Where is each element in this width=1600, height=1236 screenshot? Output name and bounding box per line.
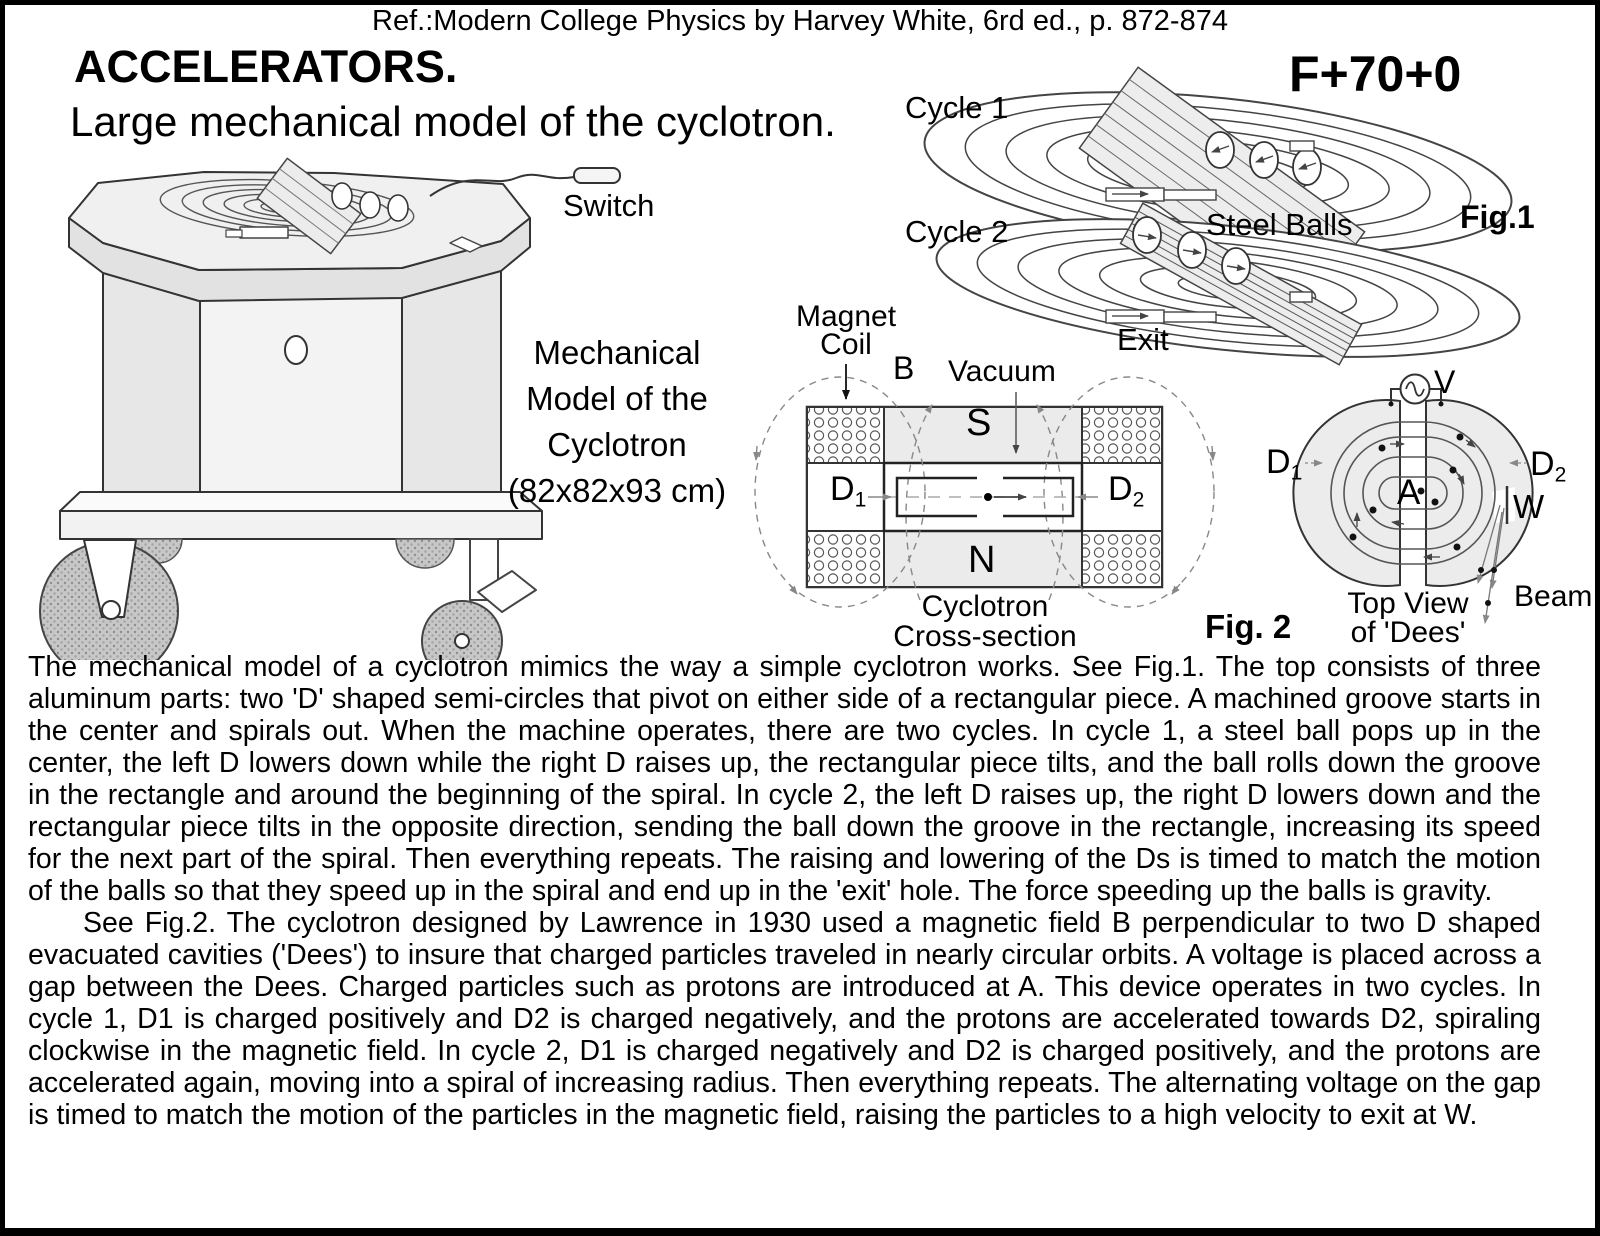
figures-artwork [39, 66, 1534, 660]
steel-balls-label: Steel Balls [1206, 207, 1353, 242]
body-text: The mechanical model of a cyclotron mimi… [28, 651, 1541, 1131]
tv-a-label: A [1397, 473, 1421, 512]
b-field-label: B [893, 350, 915, 386]
cross-section-caption: Cyclotron Cross-section [893, 590, 1077, 653]
model-caption: Mechanical Model of the Cyclotron (82x82… [507, 334, 727, 509]
switch-label: Switch [563, 188, 655, 223]
tv-d1-label: D1 [1266, 443, 1303, 485]
tv-d2-label: D2 [1530, 445, 1567, 487]
cs-d2-label: D2 [1108, 470, 1145, 512]
fig1-cycle2-spiral [935, 202, 1521, 366]
cycle2-label: Cycle 2 [905, 214, 1009, 249]
paragraph-lawrence-cyclotron: See Fig.2. The cyclotron designed by Law… [28, 907, 1541, 1131]
fig2-label: Fig. 2 [1205, 608, 1292, 645]
subtitle: Large mechanical model of the cyclotron. [70, 98, 836, 145]
beam-label: Beam [1514, 580, 1593, 613]
n-pole-label: N [968, 539, 996, 581]
magnet-coil-label: Magnet Coil [795, 300, 897, 361]
s-pole-label: S [966, 402, 992, 444]
tv-v-label: V [1434, 364, 1456, 400]
catalog-code: F+70+0 [1289, 46, 1462, 102]
cs-d1-label: D1 [830, 470, 867, 512]
mechanical-model-figure [39, 157, 621, 660]
fig1-label: Fig.1 [1460, 199, 1535, 235]
cyclotron-cross-section-figure [753, 364, 1216, 608]
top-view-caption: Top View of 'Dees' [1347, 587, 1469, 649]
page-title: ACCELERATORS. [74, 41, 458, 92]
tv-w-label: W [1513, 488, 1545, 525]
vacuum-label: Vacuum [948, 355, 1056, 388]
exit-label: Exit [1117, 322, 1169, 357]
reference-line: Ref.:Modern College Physics by Harvey Wh… [372, 5, 1228, 37]
dees-top-view-figure [1292, 373, 1534, 624]
cycle1-label: Cycle 1 [905, 90, 1009, 125]
paragraph-mechanical-model: The mechanical model of a cyclotron mimi… [28, 651, 1541, 907]
